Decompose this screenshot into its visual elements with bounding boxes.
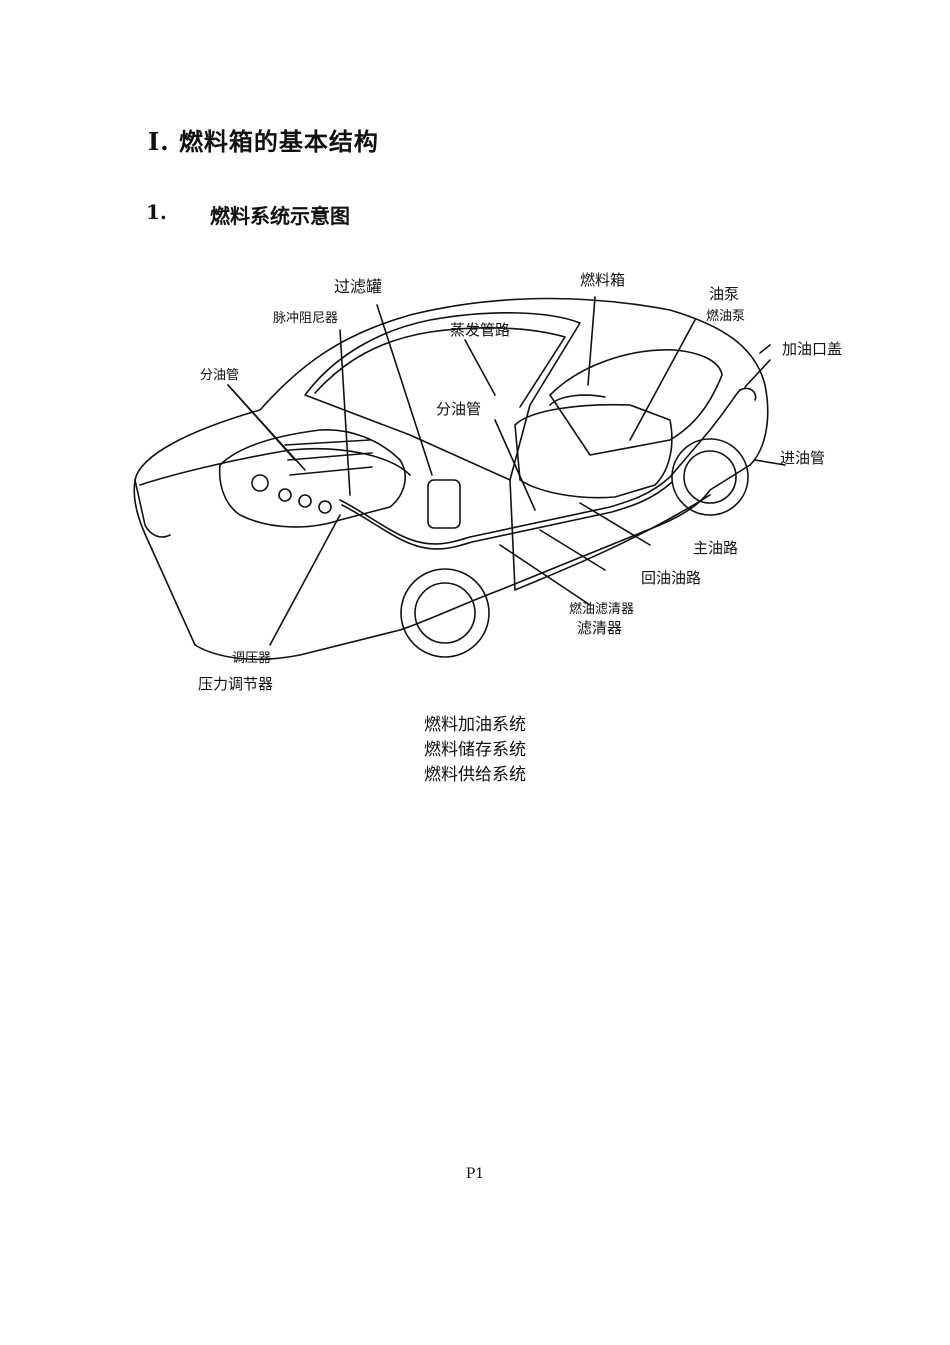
page-number: P1 xyxy=(465,1166,485,1182)
label-inlet-pipe: 进油管 xyxy=(780,449,826,467)
label-filter-canister: 过滤罐 xyxy=(334,277,383,296)
label-filter: 滤清器 xyxy=(577,619,623,637)
label-evap-line: 蒸发管路 xyxy=(450,321,511,339)
label-fuel-tank: 燃料箱 xyxy=(580,271,626,289)
subsection-title: 燃料系统示意图 xyxy=(210,204,350,228)
label-pulse-damper: 脉冲阻尼器 xyxy=(273,311,339,326)
caption-line: 燃料加油系统 xyxy=(424,715,526,735)
label-distributor-pipe-left: 分油管 xyxy=(200,368,240,383)
label-oil-pump: 油泵 xyxy=(709,285,740,303)
subsection-heading: 1. 燃料系统示意图 xyxy=(146,200,350,229)
diagram-caption: 燃料加油系统 燃料储存系统 燃料供给系统 xyxy=(0,713,950,788)
label-return-line: 回油油路 xyxy=(641,569,702,587)
caption-line: 燃料储存系统 xyxy=(424,740,526,760)
label-filler-cap: 加油口盖 xyxy=(782,340,843,358)
subsection-number: 1. xyxy=(146,200,167,224)
label-regulator: 调压器 xyxy=(232,651,272,666)
car-line-drawing xyxy=(133,296,786,661)
label-distributor-pipe-center: 分油管 xyxy=(436,400,482,418)
label-fuel-pump: 燃油泵 xyxy=(706,309,746,324)
label-pressure-regulator: 压力调节器 xyxy=(198,675,274,693)
section-heading: Ⅰ. 燃料箱的基本结构 xyxy=(148,127,379,156)
caption-line: 燃料供给系统 xyxy=(424,765,526,785)
fuel-system-diagram: 过滤罐 脉冲阻尼器 蒸发管路 燃料箱 油泵 燃油泵 加油口盖 分油管 分油管 进… xyxy=(110,245,870,715)
label-fuel-filter: 燃油滤清器 xyxy=(569,602,635,617)
label-main-line: 主油路 xyxy=(693,539,739,557)
